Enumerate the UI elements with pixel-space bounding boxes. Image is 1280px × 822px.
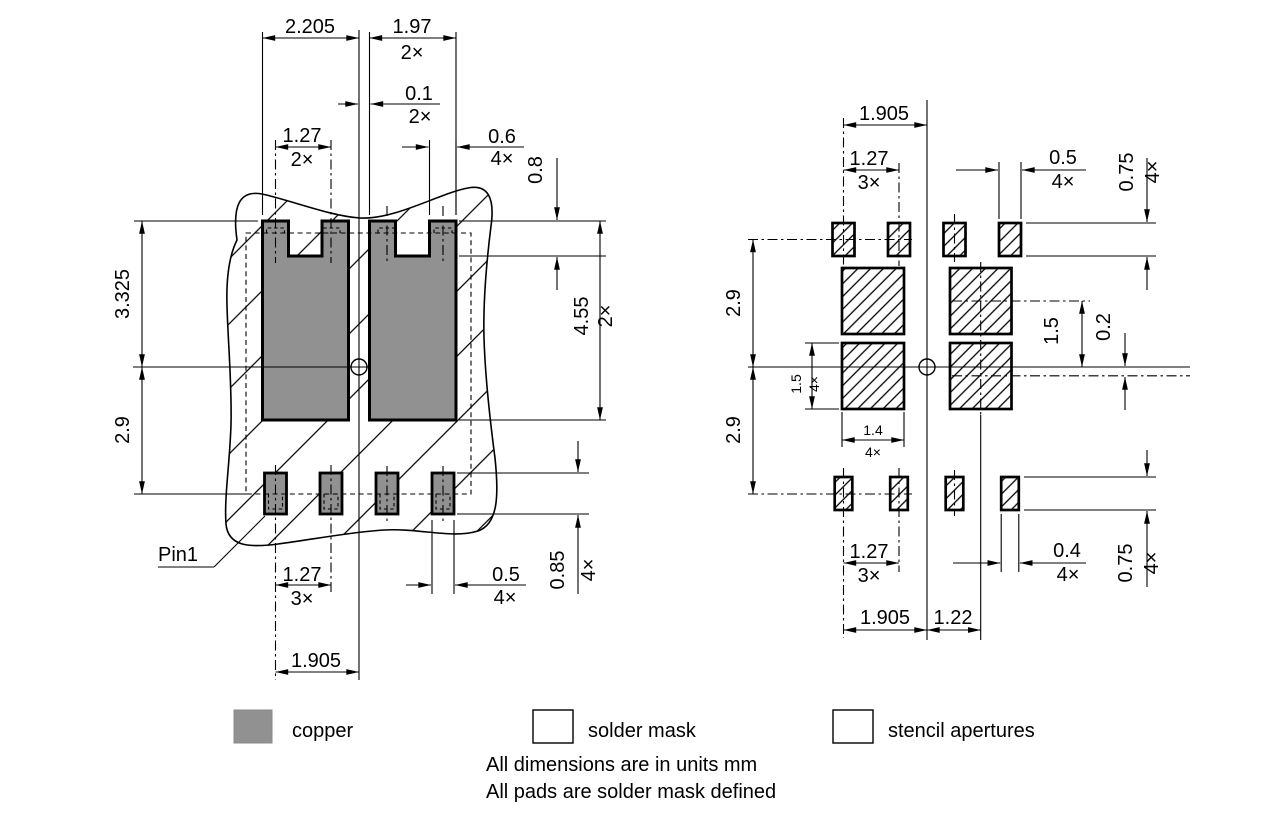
stencil-aperture-top-4 xyxy=(997,221,1023,258)
dim-aperture-width: 1.4 4× xyxy=(841,412,905,460)
dim-count: 3× xyxy=(291,588,314,610)
stencil-aperture-bottom-4 xyxy=(999,475,1021,512)
dim-label: 2.205 xyxy=(285,16,335,38)
dim-label: 2.9 xyxy=(723,416,745,444)
dim-label: 3.325 xyxy=(112,269,134,319)
dim-top-offset: 1.905 xyxy=(843,103,927,128)
legend-stencil-label: stencil apertures xyxy=(888,720,1035,742)
dim-count: 4× xyxy=(494,587,517,609)
pin1-callout: Pin1 xyxy=(158,515,266,568)
dim-lower-span: 2.9 xyxy=(723,367,756,494)
dim-label: 2.9 xyxy=(723,289,745,317)
dim-count: 4× xyxy=(578,559,600,582)
dim-label: 1.97 xyxy=(393,16,432,38)
dim-top-aperture-width: 0.5 4× xyxy=(956,147,1086,219)
centerlines-left-view xyxy=(133,30,444,680)
dim-pin-pitch: 1.27 3× xyxy=(275,564,331,610)
dim-label: 1.27 xyxy=(850,541,889,563)
stencil-aperture-large-upper-left xyxy=(840,266,906,336)
dim-label: 1.4 xyxy=(863,422,883,438)
dim-label: 0.75 xyxy=(1115,544,1137,583)
dim-count: 2× xyxy=(595,305,617,328)
dim-label: 0.2 xyxy=(1093,313,1115,341)
dim-bottom-offset: 1.905 xyxy=(843,607,927,633)
dim-count: 2× xyxy=(401,42,424,64)
dim-label: 1.905 xyxy=(860,607,910,629)
dim-count: 4× xyxy=(1142,161,1164,184)
dim-label: 0.1 xyxy=(405,83,433,105)
legend-stencil-swatch xyxy=(832,709,874,744)
dim-label: 0.4 xyxy=(1053,540,1081,562)
dim-count: 2× xyxy=(409,106,432,128)
dim-count: 3× xyxy=(858,565,881,587)
dim-column-offset: 1.22 xyxy=(927,607,981,633)
dim-label: 1.5 xyxy=(1041,317,1063,345)
dim-tab-width: 0.6 4× xyxy=(402,126,524,215)
dim-count: 4× xyxy=(1141,552,1163,575)
dim-count: 4× xyxy=(806,376,822,392)
legend-copper-swatch xyxy=(233,709,273,744)
dim-lower-aperture-offset: 0.2 xyxy=(1093,313,1128,410)
dim-label: 0.6 xyxy=(488,126,516,148)
dim-count: 4× xyxy=(865,444,881,460)
left-view-copper-mask: 2.205 1.97 2× 0.1 2× 1.27 2× 0.6 4× xyxy=(112,16,617,680)
dim-label: 0.5 xyxy=(492,564,520,586)
dim-notch-depth: 0.8 xyxy=(459,156,606,290)
dim-count: 4× xyxy=(1052,171,1075,193)
copper-pad-left xyxy=(261,219,350,422)
pin1-label: Pin1 xyxy=(158,544,198,566)
dim-pad-height: 4.55 2× xyxy=(459,221,617,421)
legend: copper solder mask stencil apertures xyxy=(233,709,1035,744)
dim-aperture-height: 1.5 4× xyxy=(788,342,839,410)
dim-label: 1.27 xyxy=(283,125,322,147)
legend-solder-mask-label: solder mask xyxy=(588,720,697,742)
dim-label: 2.9 xyxy=(112,416,134,444)
dim-pad-width: 1.97 2× xyxy=(368,16,457,215)
dim-label: 0.5 xyxy=(1049,147,1077,169)
dim-label: 0.8 xyxy=(525,156,547,184)
dim-label: 1.905 xyxy=(291,650,341,672)
dim-pin1-offset: 1.905 xyxy=(275,650,359,675)
dim-label: 1.27 xyxy=(850,148,889,170)
dim-upper-height: 3.325 xyxy=(112,220,258,367)
dim-center-gap: 0.1 2× xyxy=(338,83,440,128)
dim-label: 1.27 xyxy=(283,564,322,586)
centerlines-right-view xyxy=(748,100,1190,640)
dim-count: 4× xyxy=(1057,564,1080,586)
right-view-stencil: 1.905 1.27 3× 0.5 4× 0.75 4× 2.9 xyxy=(723,100,1190,640)
dim-bottom-aperture-height: 0.75 4× xyxy=(1024,450,1163,587)
note-units: All dimensions are in units mm xyxy=(486,754,757,776)
drawing-notes: All dimensions are in units mm All pads … xyxy=(486,754,776,803)
note-mask-defined: All pads are solder mask defined xyxy=(486,781,776,803)
dim-upper-aperture-offset: 1.5 xyxy=(1041,301,1085,367)
origin-crosshair-left xyxy=(350,358,368,376)
stencil-aperture-large-lower-left xyxy=(840,341,906,411)
dim-pin-pad-height: 0.85 4× xyxy=(457,441,600,594)
dim-label: 0.85 xyxy=(547,551,569,590)
dim-count: 4× xyxy=(491,148,514,170)
dim-top-pitch: 1.27 3× xyxy=(843,148,899,194)
dim-left-pad-offset: 2.205 xyxy=(261,16,359,215)
dim-label: 1.5 xyxy=(788,374,804,394)
dim-label: 4.55 xyxy=(571,297,593,336)
dim-upper-span: 2.9 xyxy=(723,239,756,367)
dim-label: 1.22 xyxy=(934,607,973,629)
dim-bottom-aperture-width: 0.4 4× xyxy=(953,514,1086,586)
legend-solder-mask-swatch xyxy=(532,709,574,744)
dim-top-pitch: 1.27 2× xyxy=(275,125,331,171)
dim-count: 2× xyxy=(291,149,314,171)
dim-pin-pad-width: 0.5 4× xyxy=(406,520,526,609)
dim-count: 3× xyxy=(858,172,881,194)
legend-copper-label: copper xyxy=(292,720,353,742)
dim-label: 1.905 xyxy=(859,103,909,125)
copper-pad-right xyxy=(368,219,458,422)
dim-top-aperture-height: 0.75 4× xyxy=(1026,153,1164,290)
origin-crosshair-right xyxy=(918,358,936,376)
dim-label: 0.75 xyxy=(1116,153,1138,192)
dim-bottom-pitch: 1.27 3× xyxy=(843,541,899,587)
dim-lower-height: 2.9 xyxy=(112,367,248,495)
